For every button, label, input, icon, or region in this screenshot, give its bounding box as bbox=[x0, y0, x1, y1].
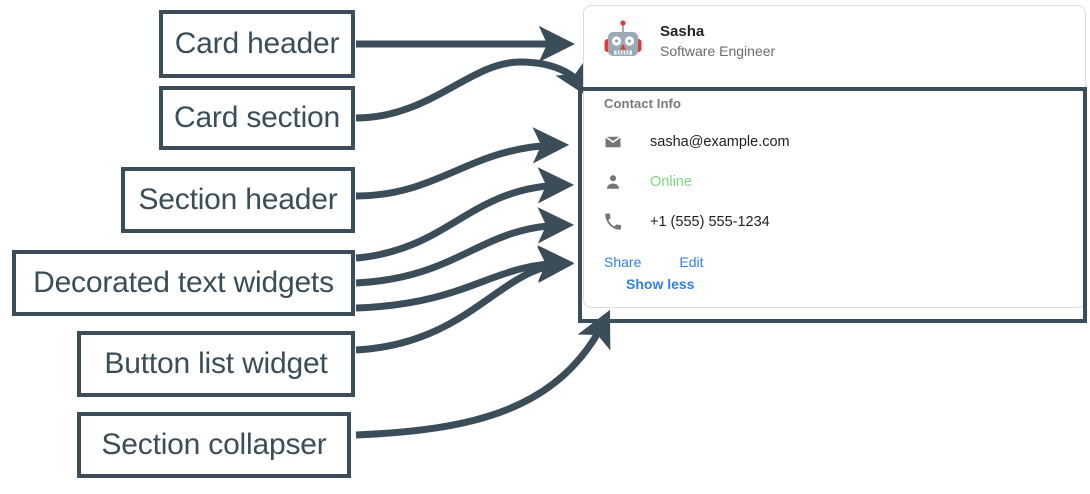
edit-button[interactable]: Edit bbox=[679, 254, 704, 270]
annotation-label-card-section: Card section bbox=[159, 86, 355, 150]
decorated-text-widget-phone: +1 (555) 555-1234 bbox=[604, 209, 1065, 235]
phone-value: +1 (555) 555-1234 bbox=[650, 214, 770, 230]
profile-card: Sasha Software Engineer Contact Info sas… bbox=[583, 5, 1086, 308]
arrow-section-collapser bbox=[355, 309, 611, 439]
card-header-title: Sasha bbox=[660, 23, 705, 40]
arrow-decorated-email bbox=[355, 167, 575, 262]
card-section-outline bbox=[578, 87, 1087, 323]
annotation-label-button-list-widget: Button list widget bbox=[77, 331, 355, 397]
annotation-label-card-header: Card header bbox=[159, 10, 355, 78]
share-button[interactable]: Share bbox=[604, 254, 642, 270]
decorated-text-widget-email: sasha@example.com bbox=[604, 129, 1065, 155]
arrow-section-header bbox=[355, 127, 570, 200]
robot-avatar-icon bbox=[600, 18, 646, 64]
card-section: Contact Info sasha@example.com bbox=[584, 78, 1085, 307]
card-header-subtitle: Software Engineer bbox=[660, 43, 776, 59]
email-icon bbox=[604, 133, 626, 151]
annotation-label-decorated-text-widgets: Decorated text widgets bbox=[12, 250, 355, 316]
status-value: Online bbox=[650, 174, 692, 190]
annotation-label-section-header: Section header bbox=[121, 167, 355, 233]
card-header-texts: Sasha Software Engineer bbox=[660, 24, 775, 58]
card-header: Sasha Software Engineer bbox=[584, 6, 1085, 78]
person-icon bbox=[604, 173, 626, 191]
email-value: sasha@example.com bbox=[650, 134, 790, 150]
arrow-card-section bbox=[355, 57, 590, 122]
annotation-label-section-collapser: Section collapser bbox=[77, 412, 351, 478]
phone-icon bbox=[604, 213, 626, 231]
arrow-decorated-status bbox=[355, 207, 575, 287]
button-list-widget: Share Edit bbox=[604, 255, 1065, 269]
section-collapser-button[interactable]: Show less bbox=[626, 276, 695, 292]
arrow-decorated-phone bbox=[355, 245, 575, 312]
decorated-text-widget-status: Online bbox=[604, 169, 1065, 195]
arrow-button-list bbox=[355, 246, 575, 354]
section-header: Contact Info bbox=[604, 96, 682, 111]
